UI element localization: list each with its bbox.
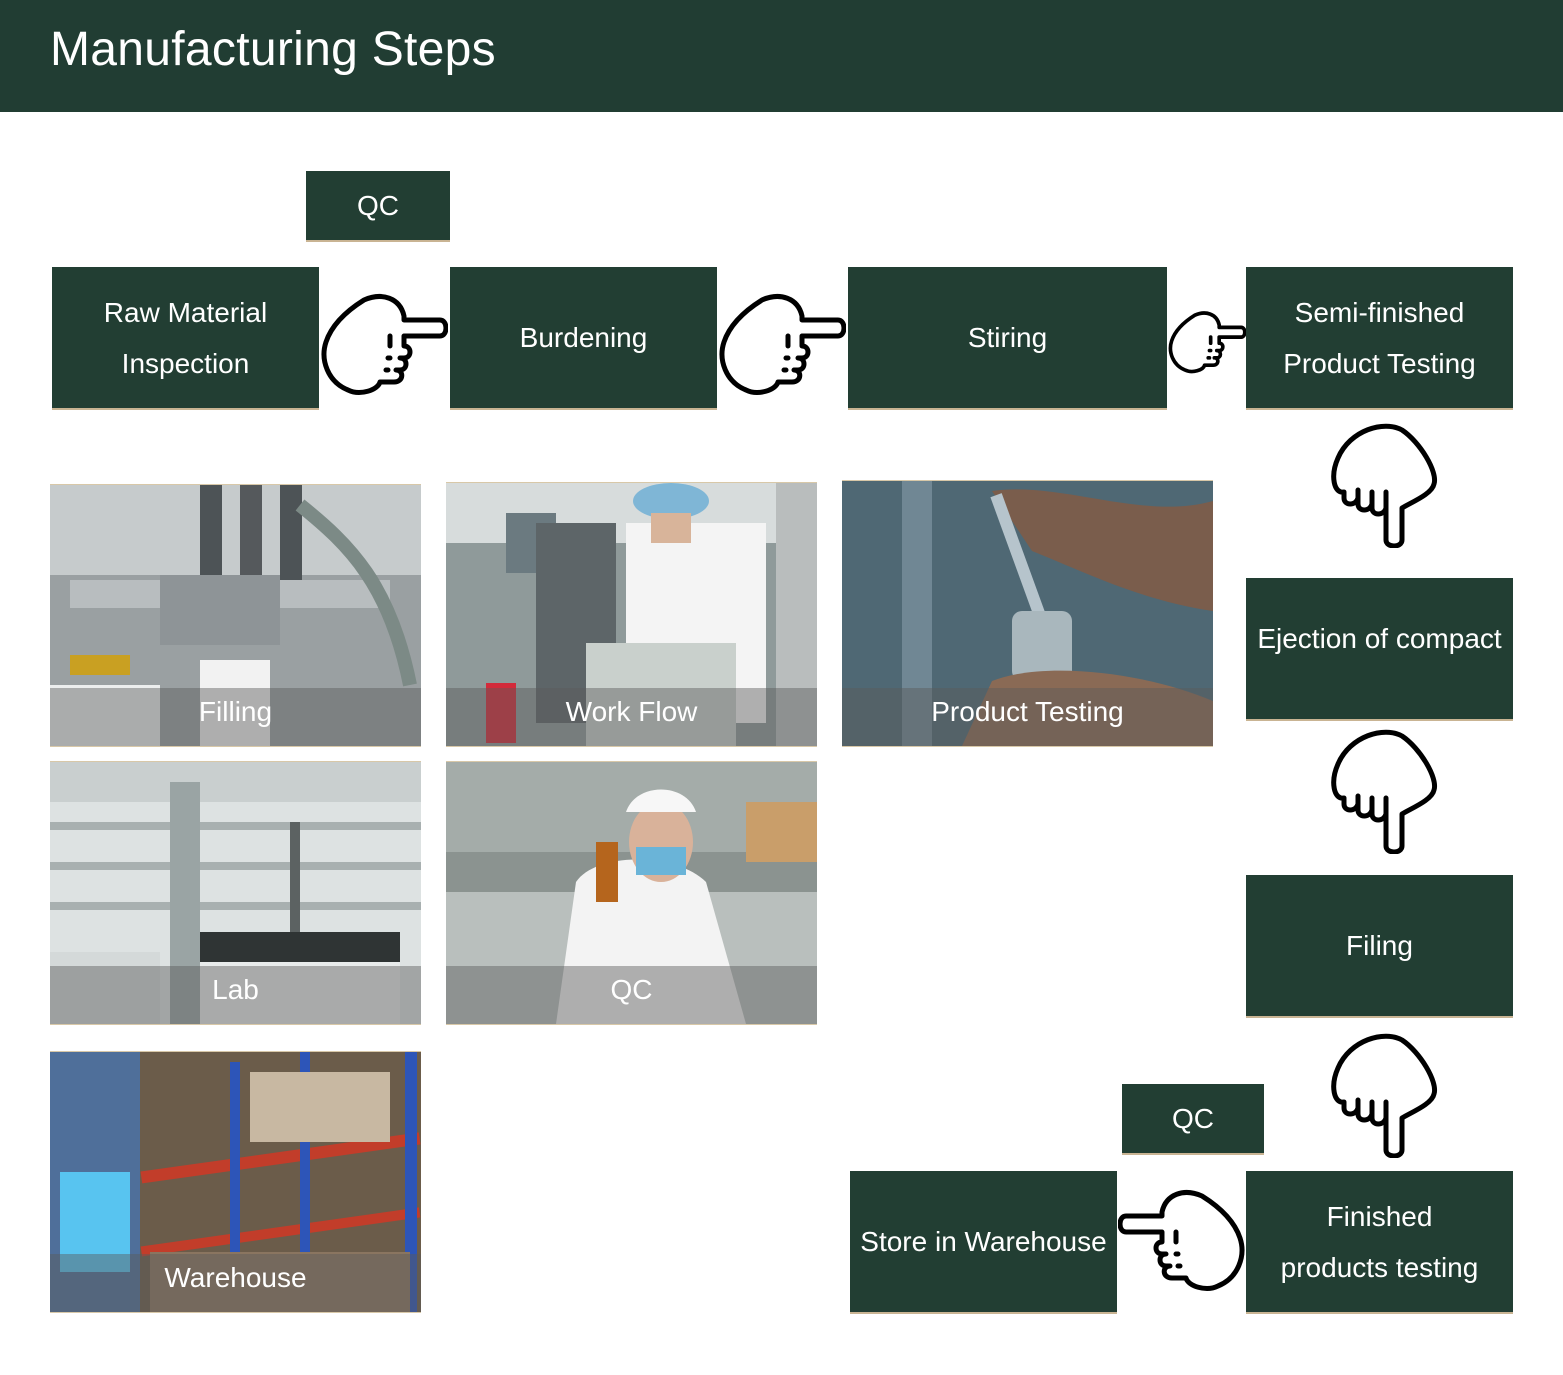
qc-photo: QC bbox=[446, 762, 817, 1024]
ejection-label: Ejection of compact bbox=[1257, 623, 1502, 654]
quality-check-illustration bbox=[446, 762, 817, 1024]
qc-label-bottom: QC bbox=[1172, 1103, 1214, 1134]
raw-material-inspection-box: Raw Material Inspection bbox=[52, 267, 319, 408]
semi-line1: Semi-finished bbox=[1294, 296, 1465, 328]
raw-material-line1: Raw Material bbox=[103, 296, 268, 328]
dropper-testing-illustration bbox=[842, 481, 1213, 746]
qc-box-top: QC bbox=[306, 171, 450, 240]
finished-line2: products testing bbox=[1280, 1251, 1479, 1283]
photo-caption: Work Flow bbox=[446, 688, 817, 746]
photo-caption: Filling bbox=[50, 688, 421, 746]
pointing-hand-down-icon bbox=[1328, 728, 1440, 854]
finished-products-testing-box: Finished products testing bbox=[1246, 1171, 1513, 1312]
pointing-hand-right-icon bbox=[1168, 309, 1246, 375]
pointing-hand-right-icon bbox=[320, 290, 448, 398]
stiring-box: Stiring bbox=[848, 267, 1167, 408]
laboratory-illustration bbox=[50, 762, 421, 1024]
filing-box: Filing bbox=[1246, 875, 1513, 1016]
store-label: Store in Warehouse bbox=[860, 1226, 1107, 1257]
store-in-warehouse-box: Store in Warehouse bbox=[850, 1171, 1117, 1312]
warehouse-shelves-illustration bbox=[50, 1052, 421, 1312]
pointing-hand-down-icon bbox=[1328, 422, 1440, 548]
photo-caption: Lab bbox=[50, 966, 421, 1024]
pointing-hand-down-icon bbox=[1328, 1032, 1440, 1158]
raw-material-line2: Inspection bbox=[121, 347, 250, 379]
semi-finished-testing-box: Semi-finished Product Testing bbox=[1246, 267, 1513, 408]
finished-line1: Finished bbox=[1326, 1200, 1433, 1232]
qc-box-bottom: QC bbox=[1122, 1084, 1264, 1153]
photo-caption: QC bbox=[446, 966, 817, 1024]
filling-machine-illustration bbox=[50, 485, 421, 746]
stiring-label: Stiring bbox=[967, 322, 1048, 353]
production-line-illustration bbox=[446, 483, 817, 746]
photo-caption: Warehouse bbox=[50, 1254, 421, 1312]
pointing-hand-left-icon bbox=[1118, 1186, 1246, 1294]
ejection-box: Ejection of compact bbox=[1246, 578, 1513, 719]
work-flow-photo: Work Flow bbox=[446, 483, 817, 746]
lab-photo: Lab bbox=[50, 762, 421, 1024]
semi-line2: Product Testing bbox=[1283, 347, 1476, 379]
product-testing-photo: Product Testing bbox=[842, 481, 1213, 746]
filling-photo: Filling bbox=[50, 485, 421, 746]
page-title: Manufacturing Steps bbox=[50, 23, 496, 76]
photo-caption: Product Testing bbox=[842, 688, 1213, 746]
warehouse-photo: Warehouse bbox=[50, 1052, 421, 1312]
burdening-label: Burdening bbox=[519, 322, 648, 353]
filing-label: Filing bbox=[1346, 930, 1413, 961]
pointing-hand-right-icon bbox=[718, 290, 846, 398]
qc-label-top: QC bbox=[357, 190, 399, 221]
burdening-box: Burdening bbox=[450, 267, 717, 408]
page-header: Manufacturing Steps bbox=[0, 0, 1563, 112]
